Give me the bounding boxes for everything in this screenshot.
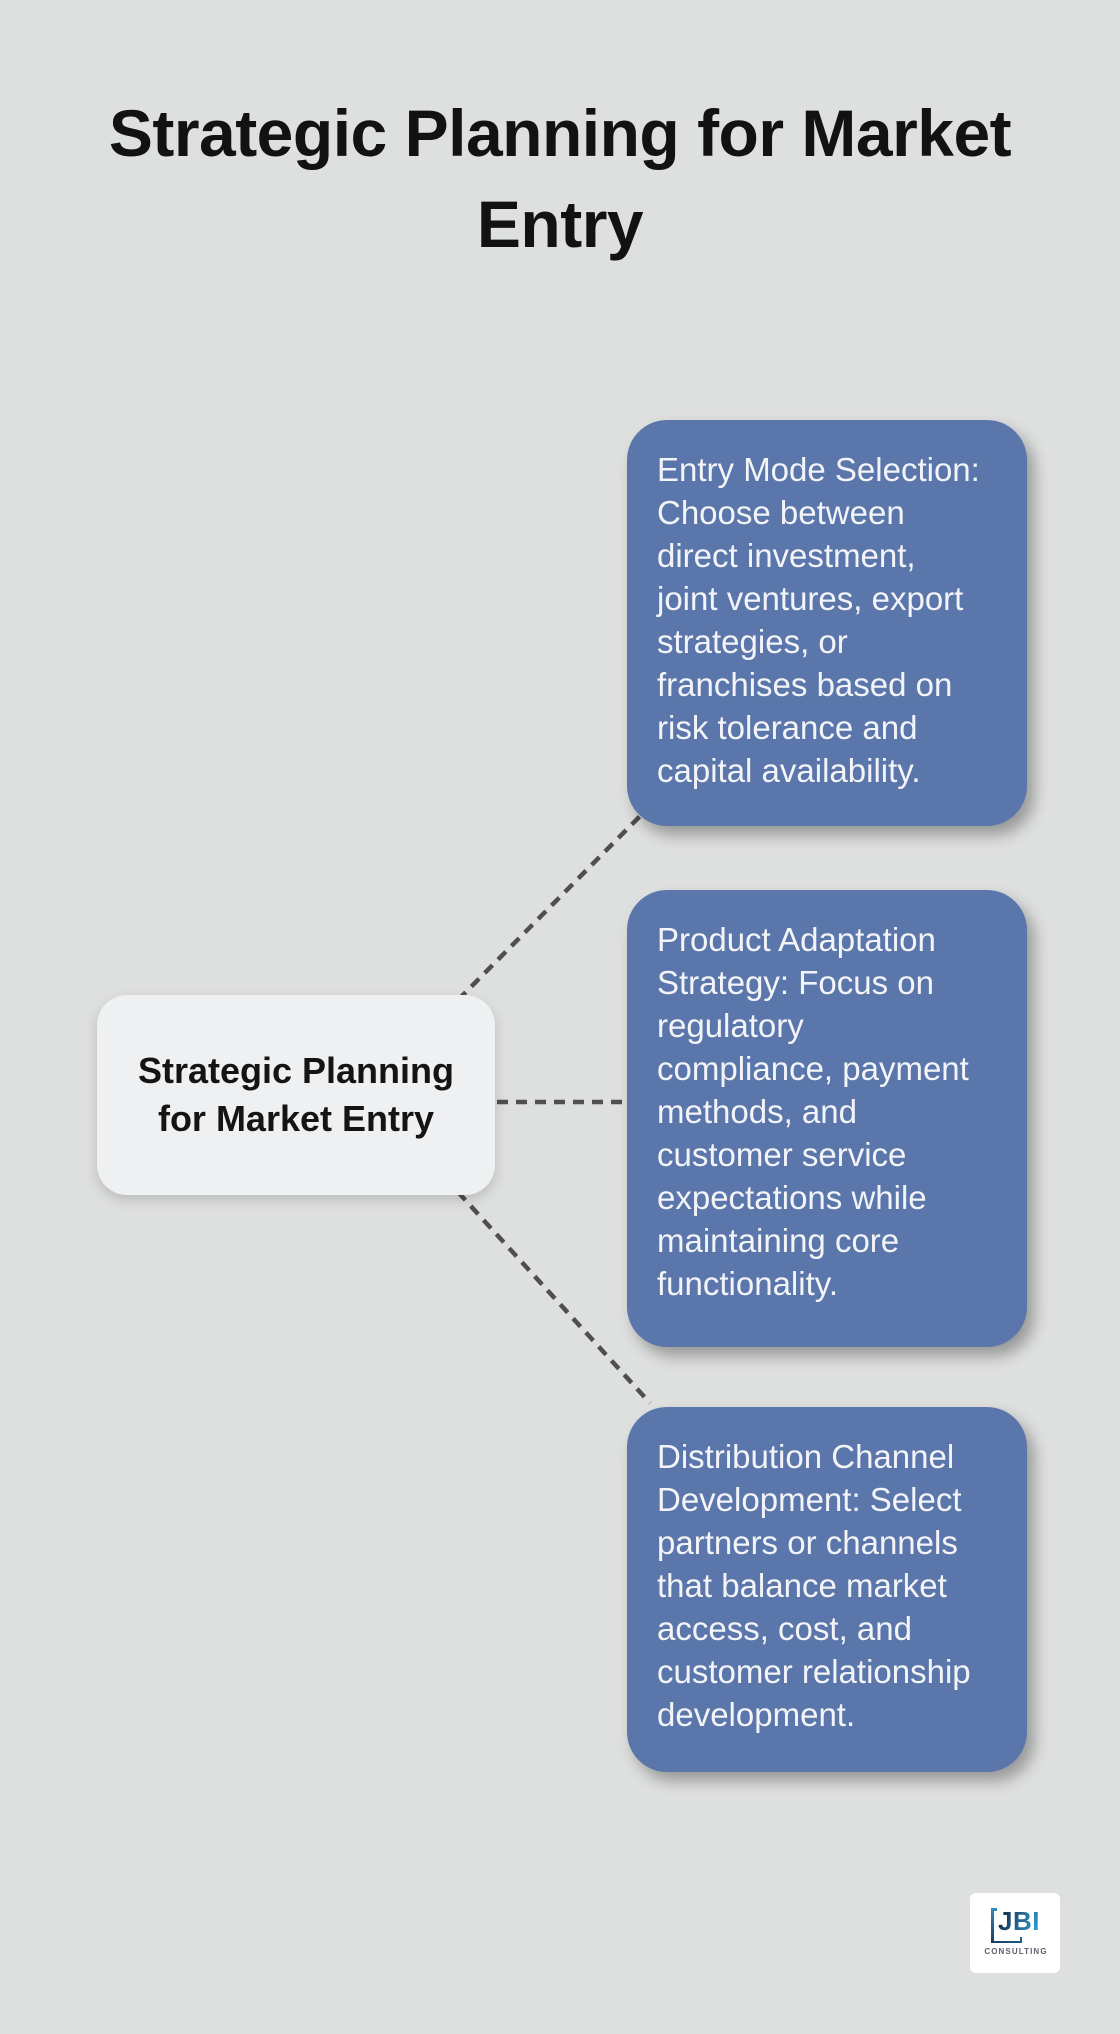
- branch-card-entry-mode: Entry Mode Selection: Choose between dir…: [627, 420, 1027, 826]
- branch-card-distribution-channel: Distribution Channel Development: Select…: [627, 1407, 1027, 1772]
- branch-text-entry-mode: Entry Mode Selection: Choose between dir…: [657, 451, 980, 789]
- connector-line-bottom: [456, 1190, 652, 1405]
- logo-subtitle: CONSULTING: [984, 1947, 1048, 1956]
- logo-wordmark: JBI: [998, 1906, 1040, 1936]
- connector-line-top: [456, 804, 652, 1002]
- branch-text-distribution-channel: Distribution Channel Development: Select…: [657, 1438, 971, 1733]
- branch-text-product-adaptation: Product Adaptation Strategy: Focus on re…: [657, 921, 969, 1302]
- logo-jbi: JBI CONSULTING: [970, 1893, 1060, 1973]
- branch-card-product-adaptation: Product Adaptation Strategy: Focus on re…: [627, 890, 1027, 1347]
- page-title: Strategic Planning for Market Entry: [108, 96, 1012, 261]
- logo-word-wrap: JBI: [997, 1906, 1041, 1937]
- center-node: Strategic Planning for Market Entry: [97, 995, 495, 1195]
- logo-mark: JBI CONSULTING: [970, 1893, 1060, 1973]
- center-node-label: Strategic Planning for Market Entry: [137, 1050, 455, 1139]
